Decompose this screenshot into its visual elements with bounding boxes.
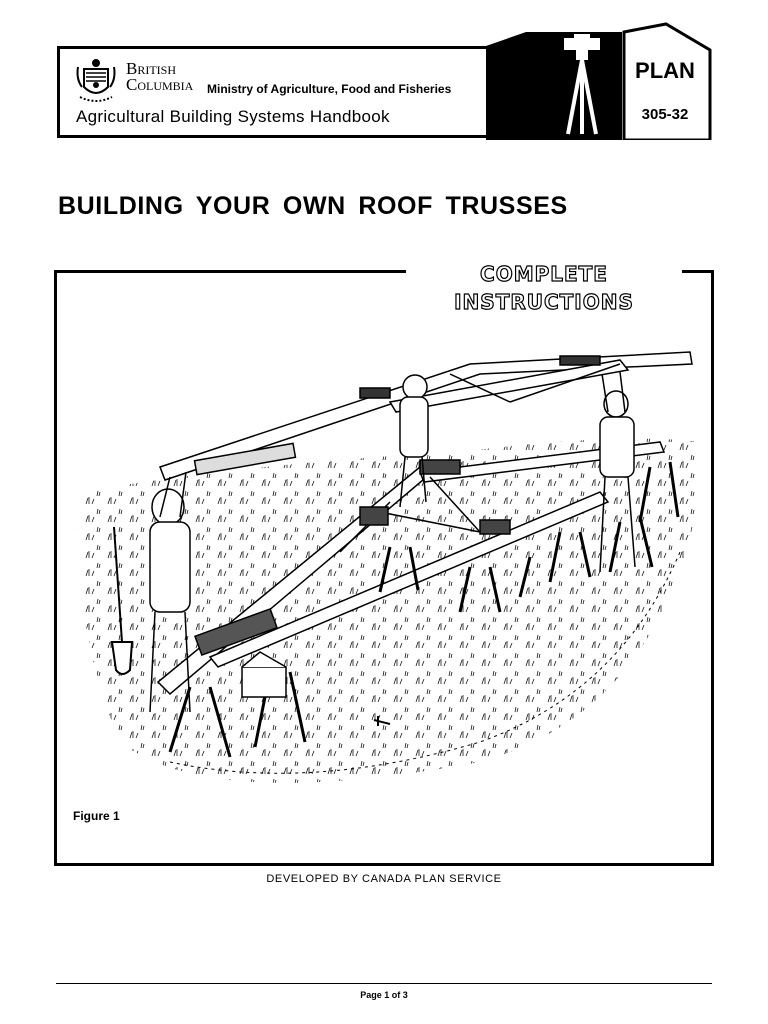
worker-left — [149, 471, 191, 713]
nail-box — [241, 651, 287, 698]
figure-frame — [54, 270, 714, 866]
bc-coat-of-arms-icon — [76, 59, 116, 102]
surveyor-level-tripod-icon — [564, 34, 600, 135]
plan-number: 305-32 — [641, 106, 689, 123]
worker-middle — [399, 374, 429, 508]
page-number: Page 1 of 3 — [360, 990, 408, 1000]
header-box: British Columbia Ministry of Agriculture… — [57, 46, 489, 138]
province-line-2: Columbia — [126, 75, 194, 94]
hammer — [373, 716, 391, 726]
figure-banner-text: COMPLETE INSTRUCTIONS — [454, 261, 634, 314]
plan-label: PLAN — [635, 58, 695, 83]
figure-banner: COMPLETE INSTRUCTIONS — [406, 260, 682, 315]
province-line-1: British — [126, 59, 177, 78]
plan-badge — [486, 22, 712, 140]
worker-right — [599, 371, 636, 573]
developer-credit: DEVELOPED BY CANADA PLAN SERVICE — [266, 873, 502, 885]
sawhorses — [168, 461, 680, 758]
footer-rule — [56, 983, 712, 984]
ministry-name: Ministry of Agriculture, Food and Fisher… — [207, 82, 452, 96]
shovel — [110, 526, 134, 675]
document-title: BUILDING YOUR OWN ROOF TRUSSES — [58, 192, 568, 220]
raised-truss — [159, 351, 693, 481]
figure-caption: Figure 1 — [73, 809, 120, 823]
handbook-title: Agricultural Building Systems Handbook — [76, 107, 390, 126]
truss-on-sawhorses — [156, 441, 666, 696]
province-wordmark: British Columbia — [126, 59, 194, 94]
roof-truss-assembly-illustration — [78, 351, 701, 783]
